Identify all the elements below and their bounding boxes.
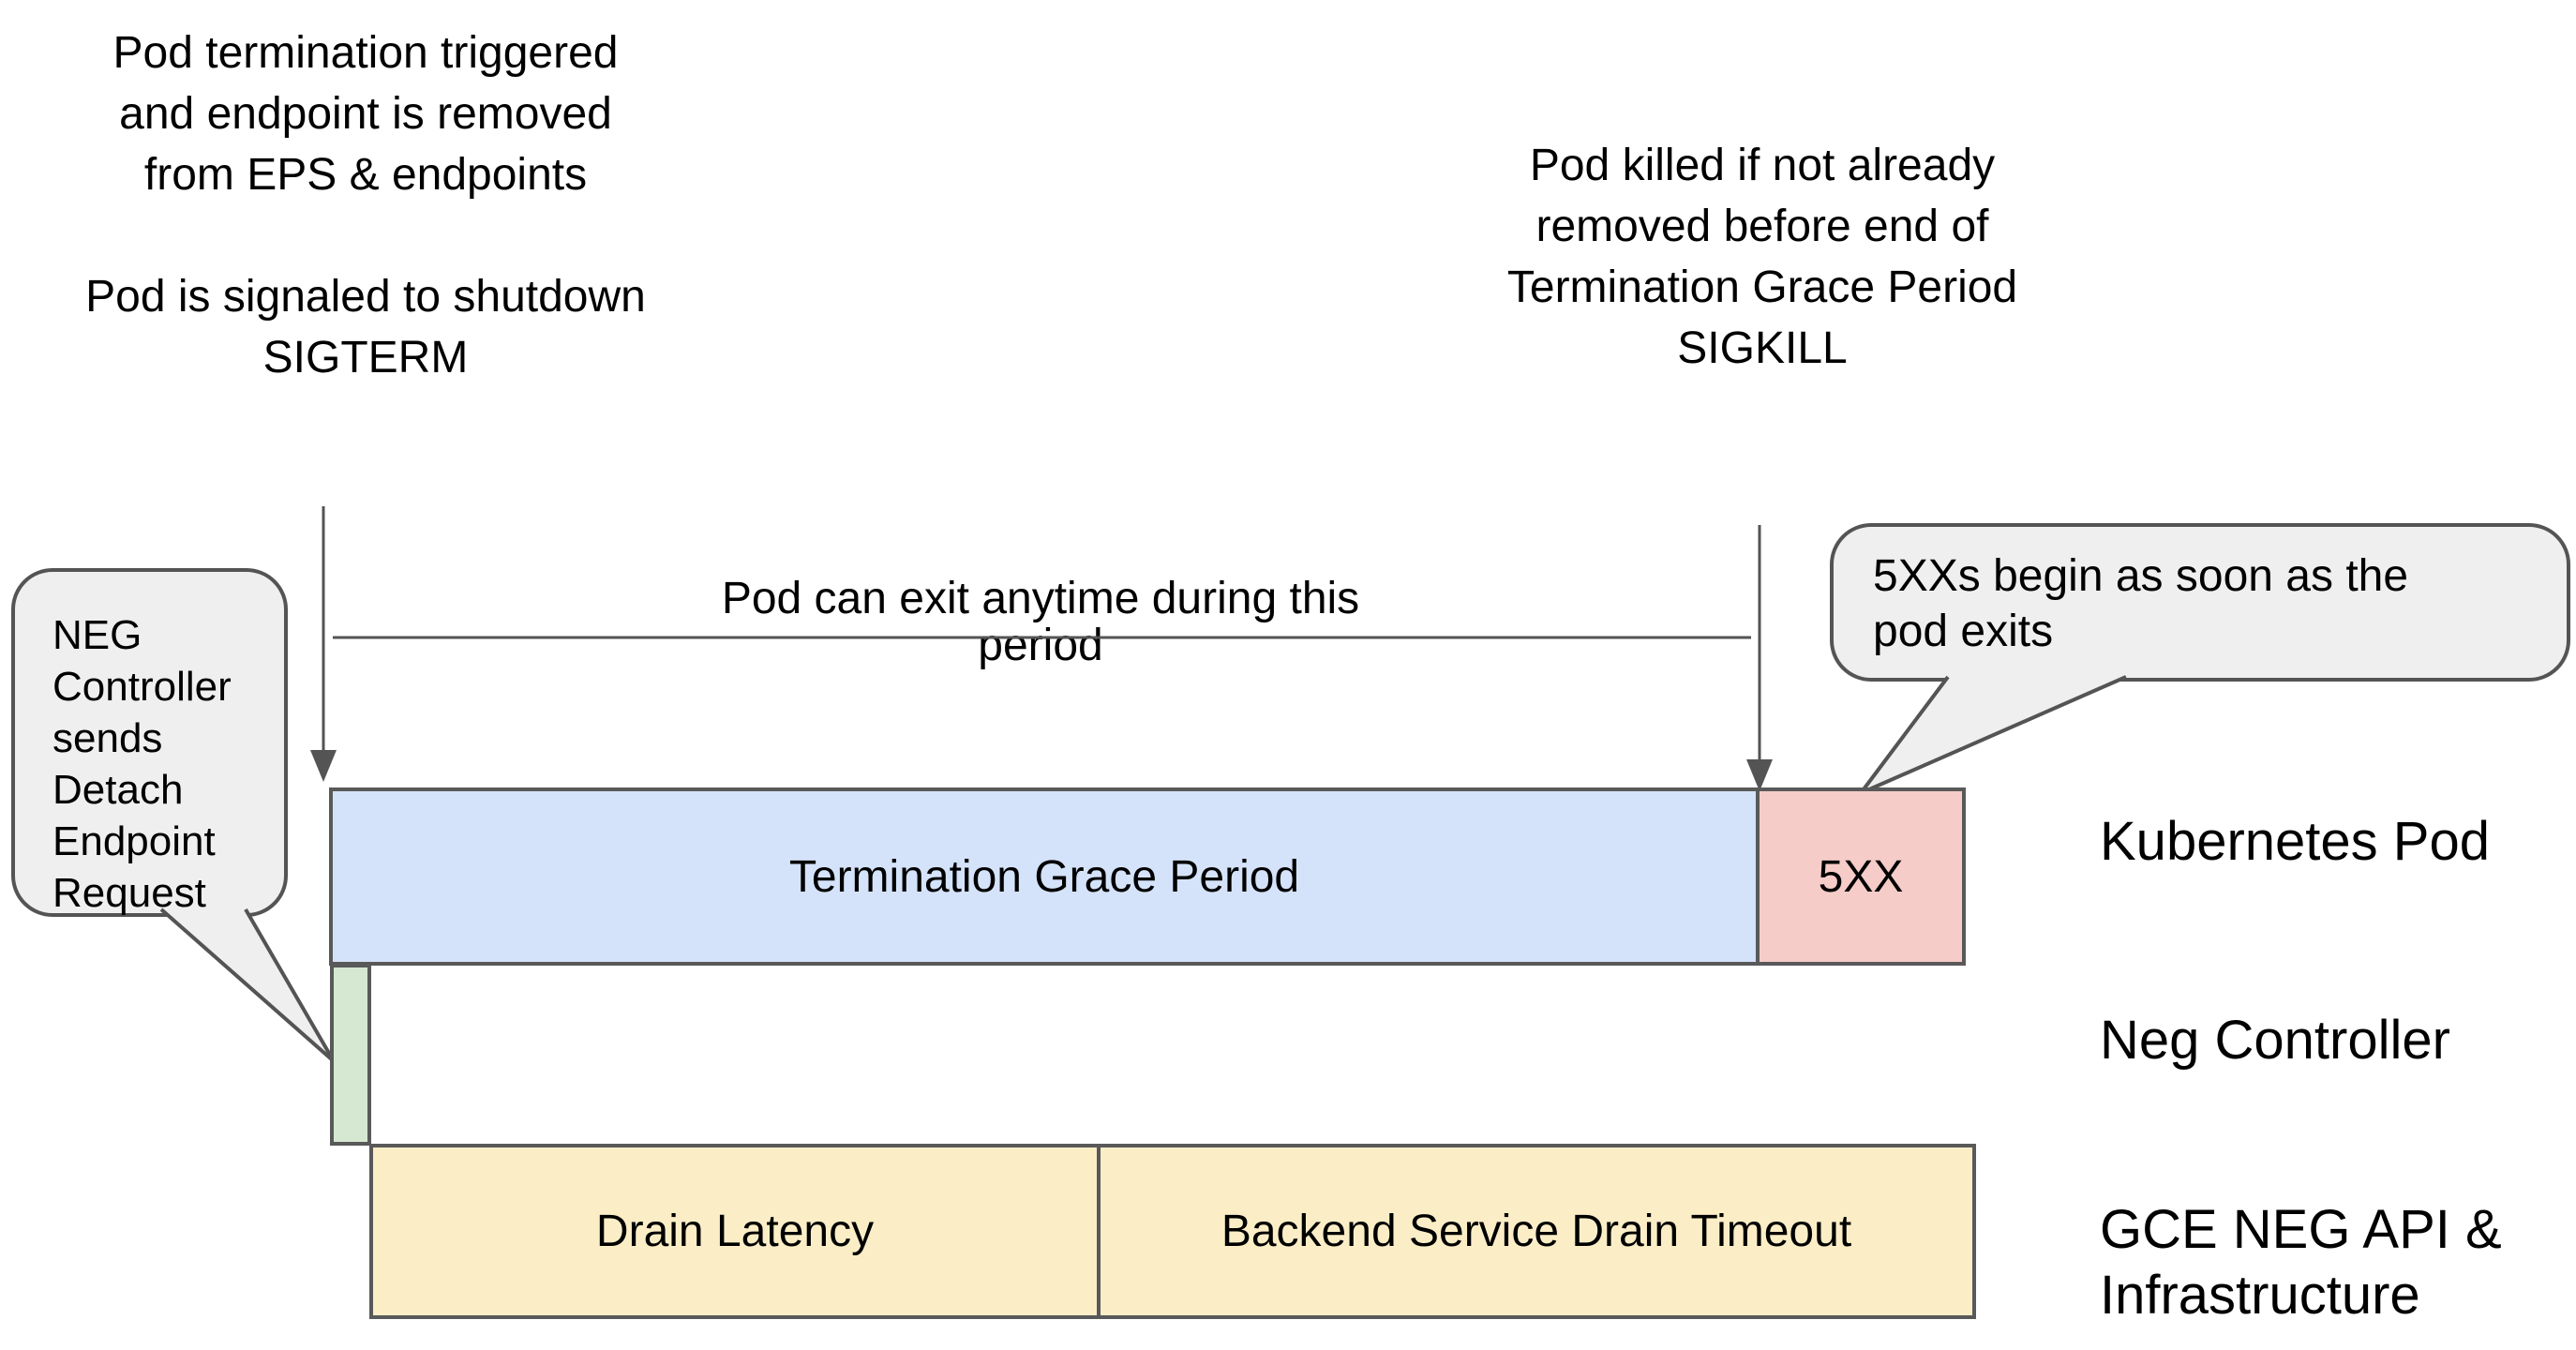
drain-latency-label: Drain Latency: [595, 1207, 875, 1256]
sigterm-arrow-icon: [310, 506, 337, 782]
5xx-segment: 5XX: [1756, 791, 1962, 962]
kubernetes-pod-bar: Termination Grace Period 5XX: [329, 788, 1966, 966]
backend-drain-timeout-label: Backend Service Drain Timeout: [1221, 1207, 1852, 1256]
neg-controller-detach-bar: [330, 964, 371, 1146]
row-label-neg-controller: Neg Controller: [2100, 1010, 2450, 1071]
sigkill-note: Pod killed if not already removed before…: [1506, 141, 2018, 373]
neg-callout-tail-icon: [159, 908, 336, 1063]
termination-grace-period-segment: Termination Grace Period: [333, 791, 1756, 962]
exit-period-label: Pod can exit anytime during this period: [721, 574, 1360, 670]
gce-neg-api-bar: Drain Latency Backend Service Drain Time…: [369, 1144, 1976, 1319]
pod-termination-note: Pod termination triggered and endpoint i…: [112, 28, 619, 200]
neg-controller-callout: NEG Controller sends Detach Endpoint Req…: [11, 568, 288, 917]
5xx-label: 5XX: [1818, 851, 1904, 902]
drain-latency-segment: Drain Latency: [373, 1148, 1101, 1315]
5xx-callout-tail-icon: [1859, 675, 2127, 795]
sigterm-note: Pod is signaled to shutdown SIGTERM: [85, 272, 646, 382]
backend-drain-timeout-segment: Backend Service Drain Timeout: [1101, 1148, 1972, 1315]
termination-grace-period-label: Termination Grace Period: [788, 851, 1300, 902]
sigkill-arrow-icon: [1746, 525, 1773, 791]
row-label-gce-neg-api: GCE NEG API & Infrastructure: [2100, 1199, 2502, 1326]
5xx-callout: 5XXs begin as soon as the pod exits: [1830, 523, 2570, 682]
row-label-kubernetes-pod: Kubernetes Pod: [2100, 811, 2490, 872]
